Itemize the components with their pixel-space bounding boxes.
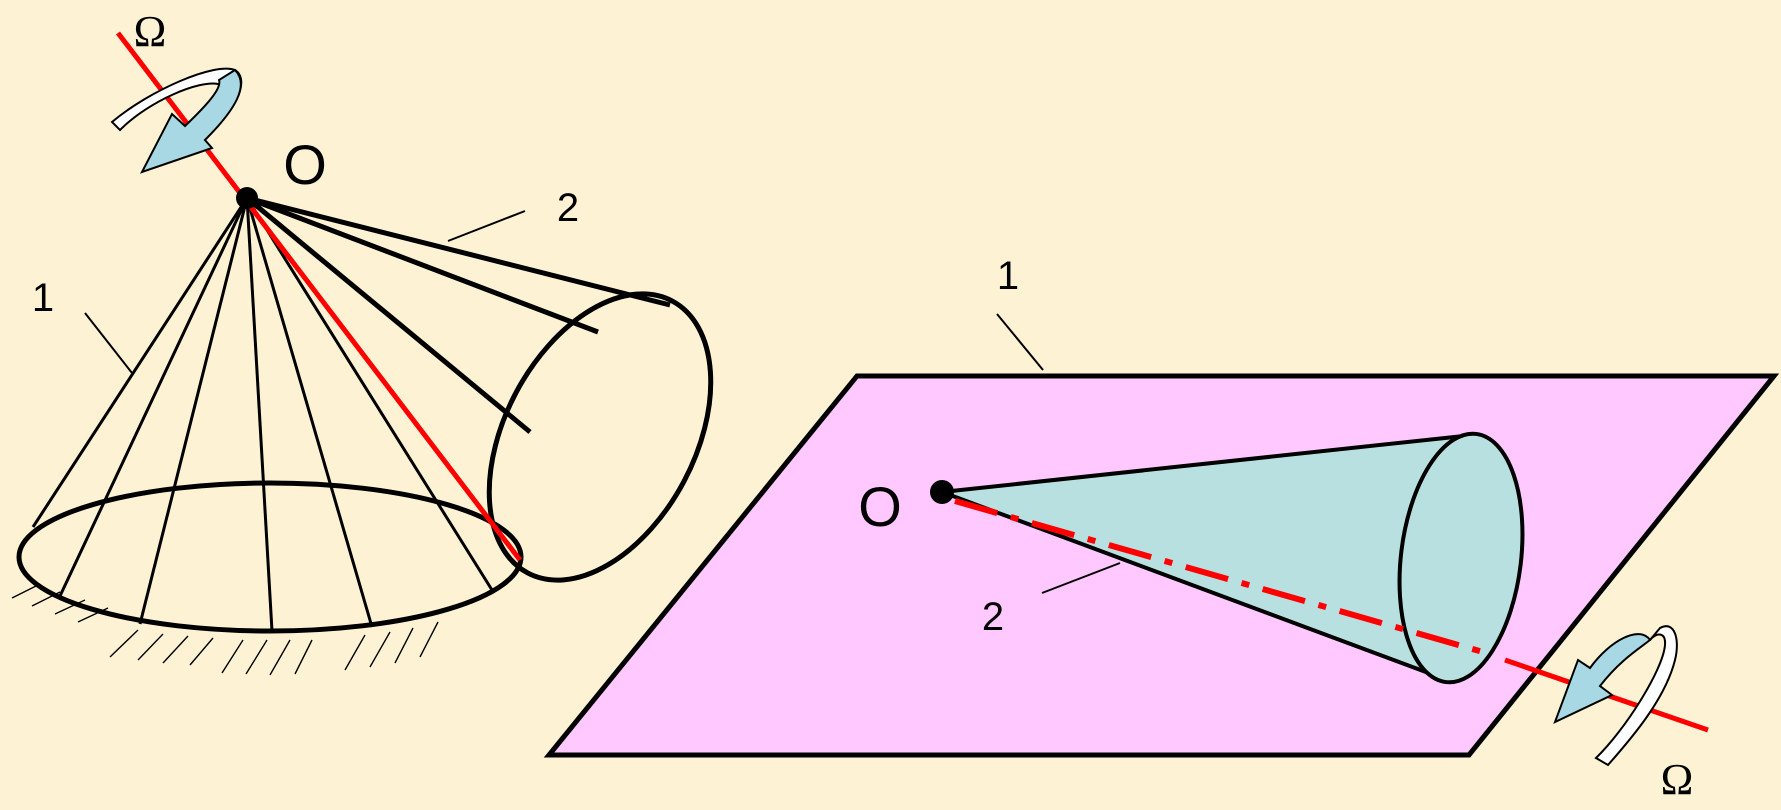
fixed-cone xyxy=(16,197,524,634)
cone-axis xyxy=(954,498,1484,655)
leader-line-cone xyxy=(1041,562,1121,594)
rolling-cone xyxy=(245,195,714,583)
rolling-cone-base xyxy=(486,291,714,583)
right-figure: O 1 2 Ω xyxy=(543,254,1780,804)
omega-label-right: Ω xyxy=(1661,755,1694,804)
omega-label: Ω xyxy=(134,7,167,56)
leader-line-1 xyxy=(84,312,133,374)
vertex-label-right: O xyxy=(858,475,902,538)
rotation-axis xyxy=(116,31,522,562)
rotation-arrow-right-icon xyxy=(1553,625,1678,767)
rotation-arrow-icon xyxy=(110,67,243,174)
leader-line-plane xyxy=(996,313,1044,371)
rolling-cone-right xyxy=(941,431,1525,685)
label-moving-cone: 2 xyxy=(557,186,579,230)
ground-hatching xyxy=(11,583,439,676)
vertex-label: O xyxy=(283,133,327,196)
fixed-cone-base xyxy=(16,480,524,634)
left-figure: Ω O 1 2 xyxy=(11,7,714,676)
label-fixed-cone: 1 xyxy=(32,276,54,320)
vertex-point xyxy=(236,187,258,209)
vertex-point-right xyxy=(930,480,954,504)
label-cone: 2 xyxy=(982,595,1004,639)
cone-base xyxy=(1397,431,1525,685)
leader-line-2 xyxy=(447,210,526,242)
label-plane: 1 xyxy=(997,254,1019,298)
